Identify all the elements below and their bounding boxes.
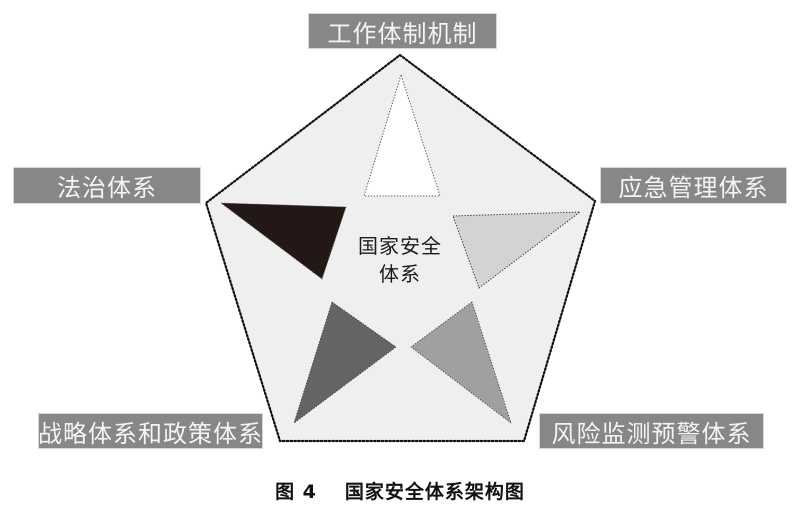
label-bottom-right: 风险监测预警体系 bbox=[539, 413, 764, 449]
triangle-top bbox=[363, 73, 441, 197]
label-bottom-left: 战略体系和政策体系 bbox=[38, 413, 263, 449]
label-right: 应急管理体系 bbox=[600, 167, 787, 204]
triangle-right bbox=[452, 211, 582, 289]
center-label: 国家安全 体系 bbox=[345, 232, 455, 288]
figure-number: 图 4 bbox=[275, 481, 317, 503]
label-left: 法治体系 bbox=[13, 167, 201, 204]
triangle-bottom-left bbox=[293, 301, 397, 425]
figure-title: 国家安全体系架构图 bbox=[344, 481, 525, 503]
figure-caption: 图 4 国家安全体系架构图 bbox=[0, 477, 800, 504]
center-label-line2: 体系 bbox=[379, 262, 421, 286]
center-label-line1: 国家安全 bbox=[358, 234, 442, 258]
label-top: 工作体制机制 bbox=[308, 13, 497, 49]
triangle-bottom-right bbox=[410, 301, 512, 425]
pentagon-outline bbox=[204, 53, 597, 443]
triangle-left bbox=[219, 202, 347, 280]
